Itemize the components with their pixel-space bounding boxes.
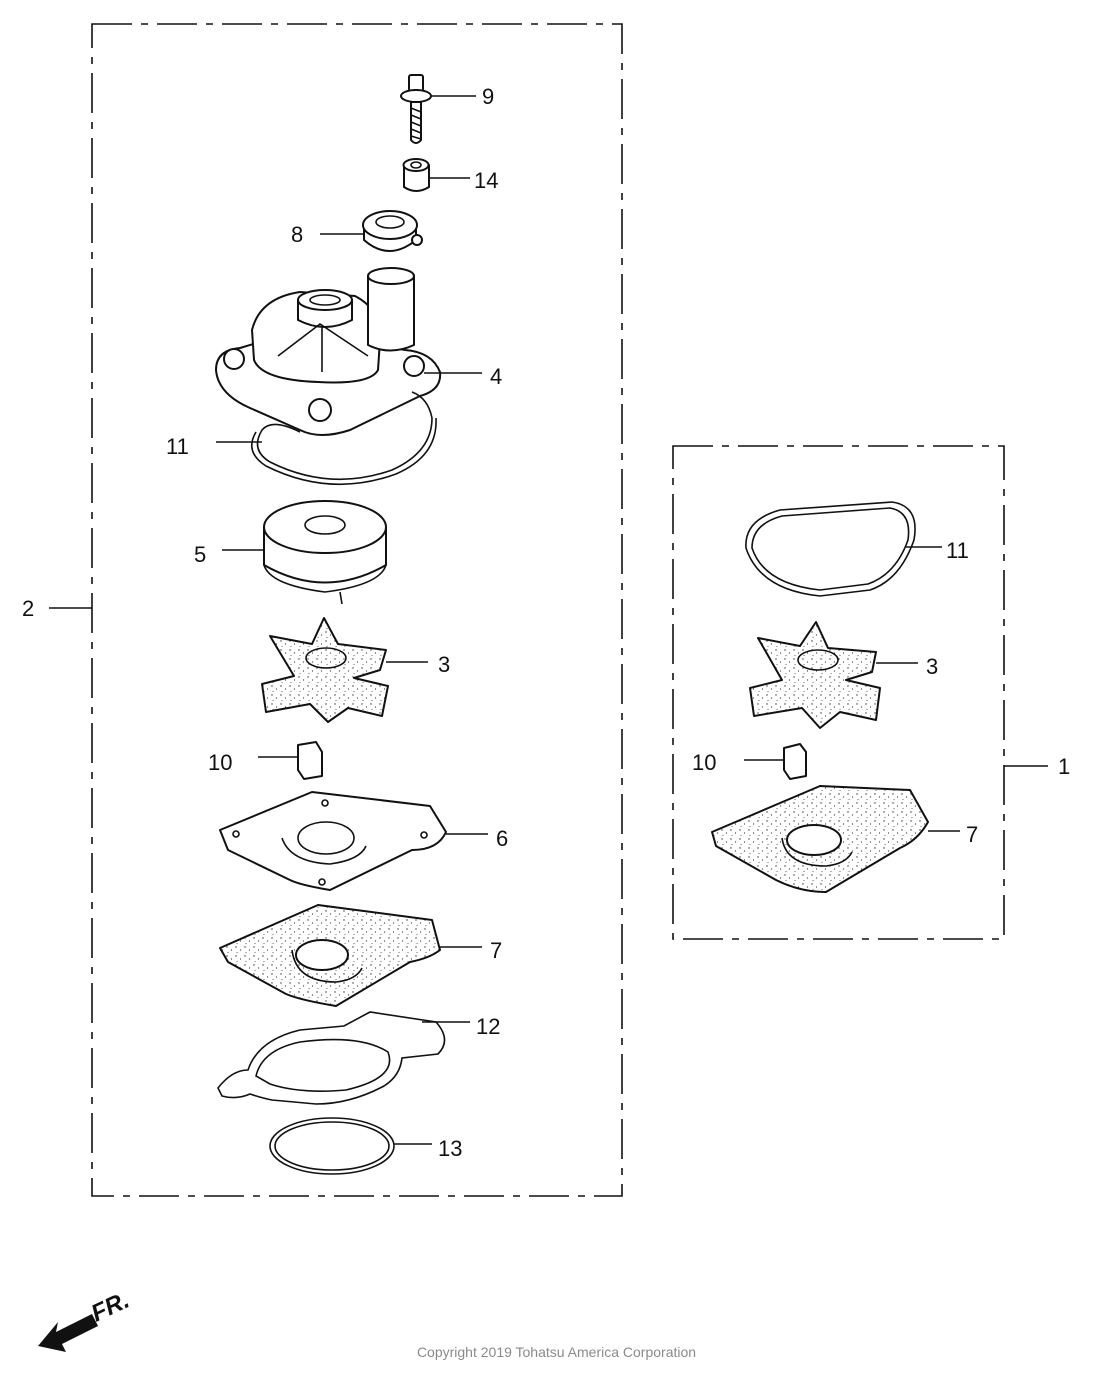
callout-collar: 14 bbox=[474, 168, 498, 193]
callout-gasket: 7 bbox=[490, 938, 502, 963]
callout-grommet: 8 bbox=[291, 222, 303, 247]
housing-oring-part bbox=[250, 391, 437, 486]
callout-kit-1: 1 bbox=[1058, 754, 1070, 779]
bolt-part bbox=[400, 74, 432, 144]
kit-impeller-part bbox=[749, 621, 881, 729]
copyright-notice: Copyright 2019 Tohatsu America Corporati… bbox=[416, 1344, 697, 1360]
callout-plate: 6 bbox=[496, 826, 508, 851]
oring-large-part bbox=[269, 1117, 395, 1175]
gasket-seal-part bbox=[217, 1011, 446, 1105]
kit-gasket-part bbox=[711, 785, 929, 893]
callout-kit-gasket: 7 bbox=[966, 822, 978, 847]
callout-kit-oring: 11 bbox=[946, 538, 969, 563]
callout-housing: 4 bbox=[490, 364, 502, 389]
kit-key-part bbox=[783, 743, 807, 780]
callout-impeller: 3 bbox=[438, 652, 450, 677]
kit-oring-part bbox=[745, 501, 916, 597]
callout-kit-impeller: 3 bbox=[926, 654, 938, 679]
gasket-part bbox=[219, 904, 441, 1007]
kit-2-boundary bbox=[91, 23, 623, 1197]
housing-part bbox=[215, 267, 442, 436]
callout-kit-2: 2 bbox=[22, 596, 34, 621]
callout-liner: 5 bbox=[194, 542, 206, 567]
grommet-part bbox=[362, 210, 423, 252]
callout-bolt: 9 bbox=[482, 84, 494, 109]
callout-housing-oring: 11 bbox=[166, 434, 189, 459]
front-arrow-icon bbox=[38, 1314, 98, 1352]
callout-gasket-seal: 12 bbox=[476, 1014, 500, 1039]
callout-key: 10 bbox=[208, 750, 232, 775]
collar-part bbox=[402, 158, 430, 192]
liner-part bbox=[263, 500, 387, 605]
callout-oring-large: 13 bbox=[438, 1136, 462, 1161]
impeller-part bbox=[261, 617, 389, 723]
plate-part bbox=[219, 791, 447, 891]
kit-1-boundary bbox=[672, 445, 1005, 940]
key-part bbox=[297, 741, 323, 780]
callout-kit-key: 10 bbox=[692, 750, 716, 775]
